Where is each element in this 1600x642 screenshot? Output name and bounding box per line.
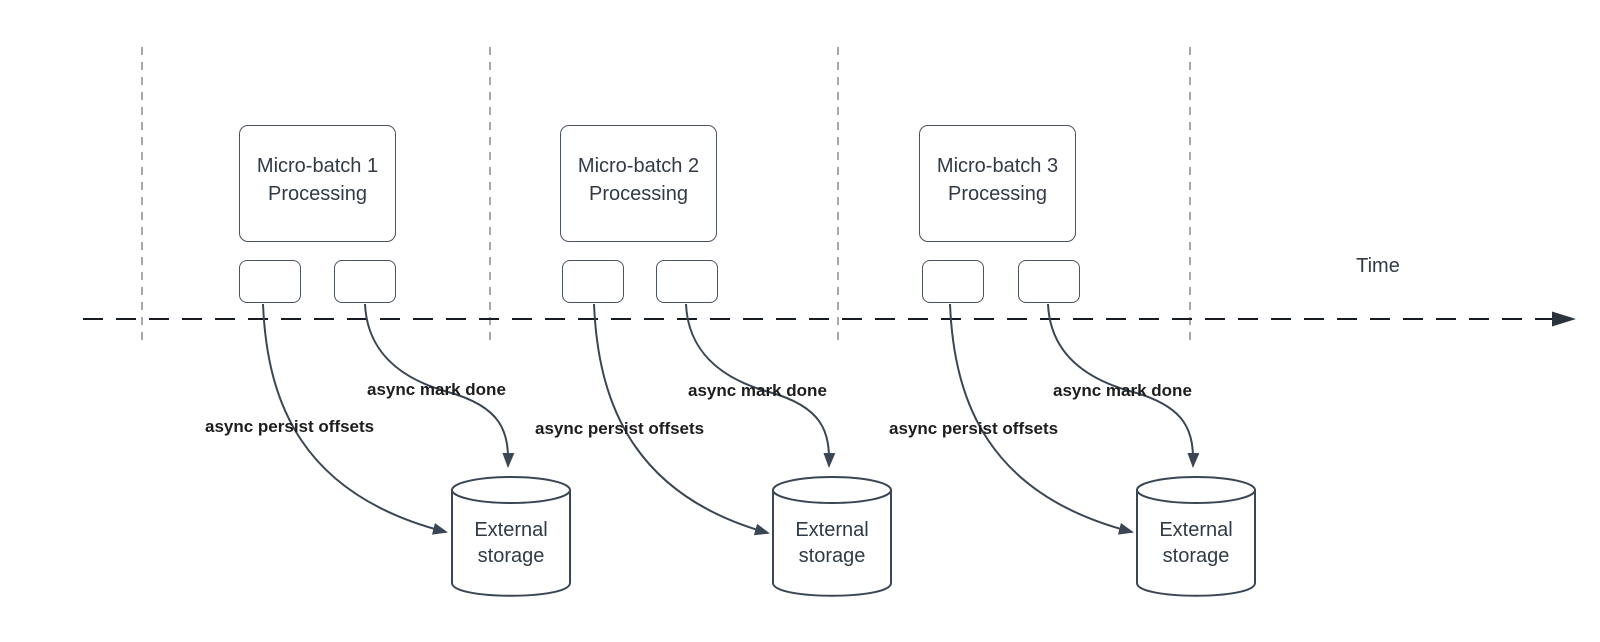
external-storage-cylinder [451,476,571,597]
persist-offsets-label: async persist offsets [205,417,375,436]
mark-done-task-box [1018,260,1080,303]
micro-batch-label: Micro-batch 1 Processing [256,154,379,205]
mark-done-arrow [364,303,515,468]
external-storage-label: External storage [474,519,548,567]
mark-done-label: async mark done [688,381,827,400]
mark-done-task-box [656,260,718,303]
persist-offsets-arrow [262,303,448,535]
timeline-arrowhead-icon [1552,311,1576,327]
external-storage-cylinder [1136,476,1256,597]
mark-done-arrow [1047,303,1200,468]
persist-offsets-task-box [239,260,301,303]
persist-offsets-task-box [562,260,624,303]
micro-batch-box: Micro-batch 3 Processing [919,125,1076,242]
persist-offsets-arrow [593,303,770,536]
mark-done-task-box [334,260,396,303]
micro-batch-box: Micro-batch 2 Processing [560,125,717,242]
time-label: Time [1356,255,1400,277]
persist-offsets-label: async persist offsets [889,419,1059,438]
persist-offsets-label: async persist offsets [535,419,705,438]
micro-batch-label: Micro-batch 3 Processing [936,154,1059,205]
mark-done-label: async mark done [367,380,506,399]
persist-offsets-task-box [922,260,984,303]
external-storage-label: External storage [795,519,869,567]
mark-done-label: async mark done [1053,381,1192,400]
mark-done-arrow [685,303,836,468]
micro-batch-label: Micro-batch 2 Processing [577,154,700,205]
micro-batch-box: Micro-batch 1 Processing [239,125,396,242]
external-storage-cylinder [772,476,892,597]
persist-offsets-arrow [949,303,1134,535]
external-storage-label: External storage [1159,519,1233,567]
